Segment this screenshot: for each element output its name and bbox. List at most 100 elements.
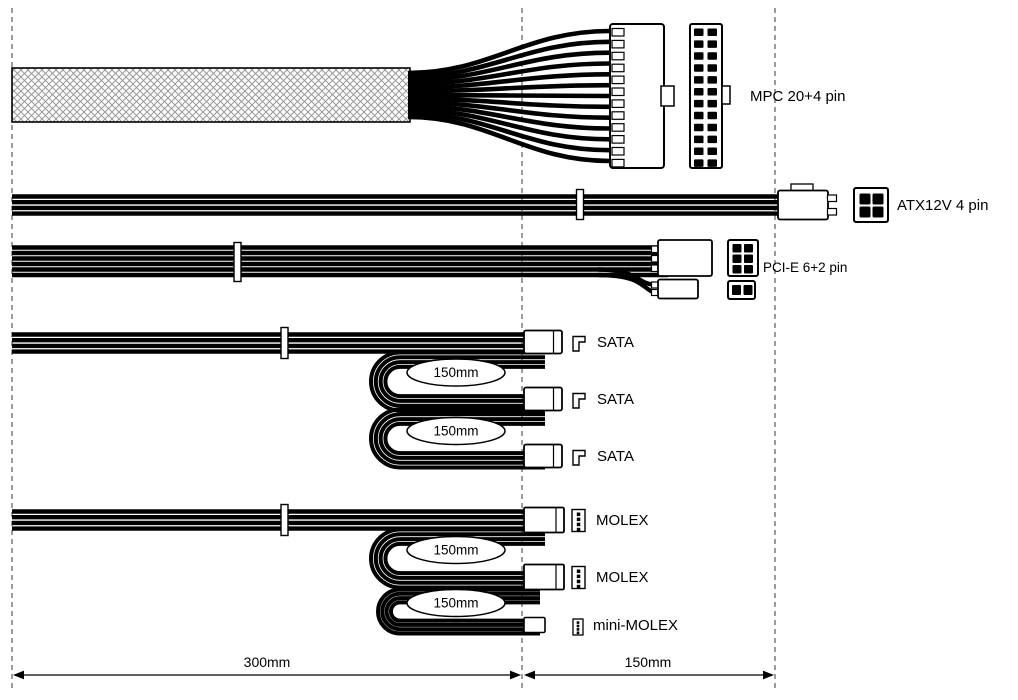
sata-label-1: SATA: [597, 334, 634, 351]
pin-socket: [694, 40, 704, 48]
dimension-right-label: 150mm: [625, 654, 672, 670]
cable-wire: [369, 527, 545, 590]
pin-socket: [694, 159, 704, 167]
arrowhead-right-icon: [763, 670, 774, 680]
molex-cable: [12, 509, 540, 531]
sata-icon: [572, 392, 586, 409]
pin-socket: [694, 123, 704, 132]
pin-socket: [694, 147, 704, 155]
length-badge-sata-1: 150mm: [406, 358, 506, 387]
length-label: 150mm: [433, 424, 478, 439]
cable-wire: [383, 541, 545, 576]
sata-connector-1: [523, 329, 563, 355]
mpc-fan-wires: [407, 28, 611, 164]
pin-socket: [707, 135, 717, 144]
cable-wire: [407, 100, 611, 120]
crimp-terminal: [611, 39, 625, 49]
length-badge-sata-2: 150mm: [406, 416, 506, 446]
crimp-terminal: [611, 158, 625, 168]
pin-socket: [694, 135, 704, 144]
mini-molex-connector: [523, 616, 546, 634]
pin-socket: [707, 76, 717, 84]
crimp-terminal: [611, 123, 625, 132]
cable-wire: [407, 50, 611, 83]
pin-socket: [707, 40, 717, 48]
cable-wire: [384, 596, 540, 627]
cable-wire: [407, 82, 611, 94]
cable-wire: [383, 364, 545, 399]
cable-wire: [407, 114, 611, 164]
crimp-terminal: [611, 146, 625, 156]
cable-wire: [407, 103, 611, 131]
atx-cable: [12, 194, 782, 216]
crimp-terminal: [611, 63, 625, 73]
pin-socket: [707, 99, 717, 108]
molex-icon: [571, 565, 586, 590]
sata-icon: [572, 449, 586, 466]
pin-socket: [707, 147, 717, 155]
mini-molex-label: mini-MOLEX: [593, 617, 678, 634]
mpc-connector-face: [689, 23, 731, 169]
molex-loop-1: [369, 527, 545, 590]
molex-cable-tie: [280, 503, 289, 537]
arrowhead-right-icon: [510, 670, 521, 680]
arrowhead-left-icon: [13, 670, 24, 680]
pcie-face-6pin: [727, 239, 759, 277]
molex-icon: [571, 508, 586, 533]
crimp-terminal: [611, 87, 625, 97]
arrowhead-left-icon: [524, 670, 535, 680]
sata-connector-3: [523, 443, 563, 469]
mpc-face-latch: [721, 85, 731, 105]
crimp-terminal: [611, 75, 625, 85]
atx-cable-tie: [575, 188, 585, 221]
cable-wire: [407, 61, 611, 87]
cable-wire: [388, 600, 540, 623]
cable-wire: [376, 587, 540, 636]
pcie-label: PCI-E 6+2 pin: [763, 260, 847, 275]
pin-socket: [694, 111, 704, 120]
length-label: 150mm: [433, 543, 478, 558]
dimension-left: 300mm: [13, 654, 521, 680]
pin-socket: [707, 64, 717, 72]
pin-socket: [694, 64, 704, 72]
molex-connector-1: [523, 506, 565, 534]
dimension-left-label: 300mm: [244, 654, 291, 670]
pin-socket: [694, 28, 704, 36]
crimp-terminal: [611, 99, 625, 109]
mpc-latch: [660, 85, 675, 107]
sata-icon: [572, 335, 586, 352]
pin-socket: [707, 159, 717, 167]
molex-label-1: MOLEX: [596, 512, 649, 529]
sata-cable: [12, 332, 540, 354]
cable-wire: [407, 111, 611, 153]
pcie-face-2pin: [727, 280, 756, 300]
pin-socket: [707, 111, 717, 120]
crimp-terminal: [611, 27, 625, 37]
dimension-right: 150mm: [524, 654, 774, 680]
mpc-connector: [609, 23, 675, 169]
length-badge-molex-1: 150mm: [406, 535, 506, 565]
atx-connector-face: [853, 187, 889, 223]
sata-label-3: SATA: [597, 448, 634, 465]
cable-wire: [378, 537, 545, 580]
pin-socket: [694, 88, 704, 96]
mpc-face-pins: [694, 28, 717, 167]
cable-wire: [407, 28, 611, 76]
sata-label-2: SATA: [597, 391, 634, 408]
crimp-terminal: [611, 111, 625, 120]
pin-socket: [694, 99, 704, 108]
length-label: 150mm: [433, 596, 478, 611]
length-label: 150mm: [433, 365, 478, 380]
mpc-crimp-terminals: [611, 27, 625, 168]
mini-molex-icon: [572, 618, 584, 636]
cable-wire: [373, 532, 545, 585]
pin-socket: [707, 123, 717, 132]
cable-wire: [383, 421, 545, 456]
sata-cable-tie: [280, 326, 289, 360]
cable-wire: [373, 355, 545, 408]
cable-wire: [407, 92, 611, 99]
cable-wire: [380, 591, 540, 632]
crimp-terminal: [611, 135, 625, 144]
